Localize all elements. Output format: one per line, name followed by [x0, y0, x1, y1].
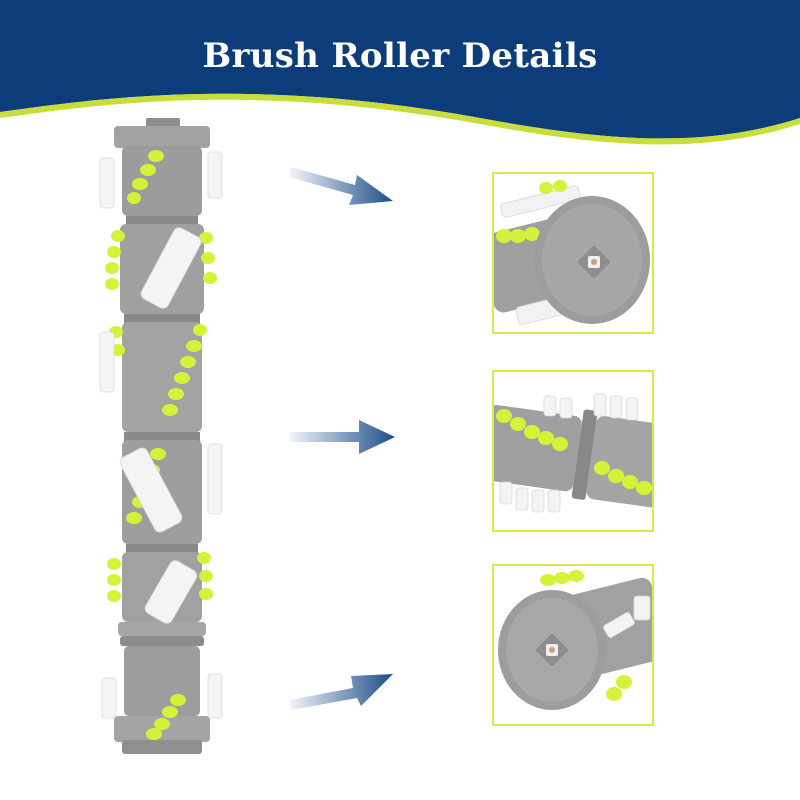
arrow-right-icon: [289, 420, 395, 454]
page-title: Brush Roller Details: [202, 36, 598, 76]
banner-wave-shape: [0, 0, 800, 145]
detail-image-middle-joint: [492, 370, 654, 532]
header-banner: Brush Roller Details: [0, 0, 800, 150]
detail-image-end-cap: [492, 172, 654, 334]
brush-roller-image: [99, 118, 223, 754]
arrow-right-icon: [289, 674, 393, 710]
detail-image-other-end-cap: [492, 564, 654, 726]
arrow-right-icon: [289, 167, 393, 205]
